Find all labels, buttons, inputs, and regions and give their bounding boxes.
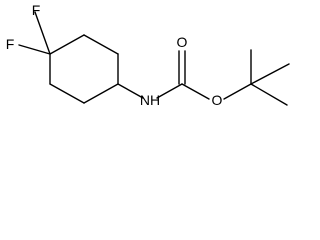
ring-bond-4 bbox=[83, 83, 119, 104]
nh-label: NH bbox=[140, 92, 160, 108]
bond-ring-nh bbox=[117, 83, 144, 99]
ring-bond-5 bbox=[49, 83, 85, 104]
fluorine-top-label: F bbox=[32, 2, 41, 18]
carbonyl-oxygen-label: O bbox=[177, 34, 188, 50]
chemical-structure: F F NH O O bbox=[6, 2, 290, 108]
atom-labels: F F NH O O bbox=[6, 2, 223, 108]
bond-carbonyl-ester-o bbox=[181, 83, 210, 100]
bond-f-bottom bbox=[18, 44, 51, 55]
bond-tbu-methyl-right-up bbox=[250, 63, 290, 85]
bond-ester-o-tbu bbox=[223, 83, 252, 100]
bond-tbu-methyl-right-down bbox=[250, 83, 288, 106]
ring-bond-1 bbox=[49, 34, 85, 55]
fluorine-bottom-label: F bbox=[6, 36, 15, 52]
bonds bbox=[18, 11, 290, 106]
ring-bond-2 bbox=[83, 34, 119, 55]
structure-canvas: F F NH O O bbox=[0, 0, 294, 124]
ester-oxygen-label: O bbox=[212, 92, 223, 108]
bond-f-top bbox=[34, 11, 51, 55]
bond-nh-carbonyl bbox=[156, 83, 183, 99]
